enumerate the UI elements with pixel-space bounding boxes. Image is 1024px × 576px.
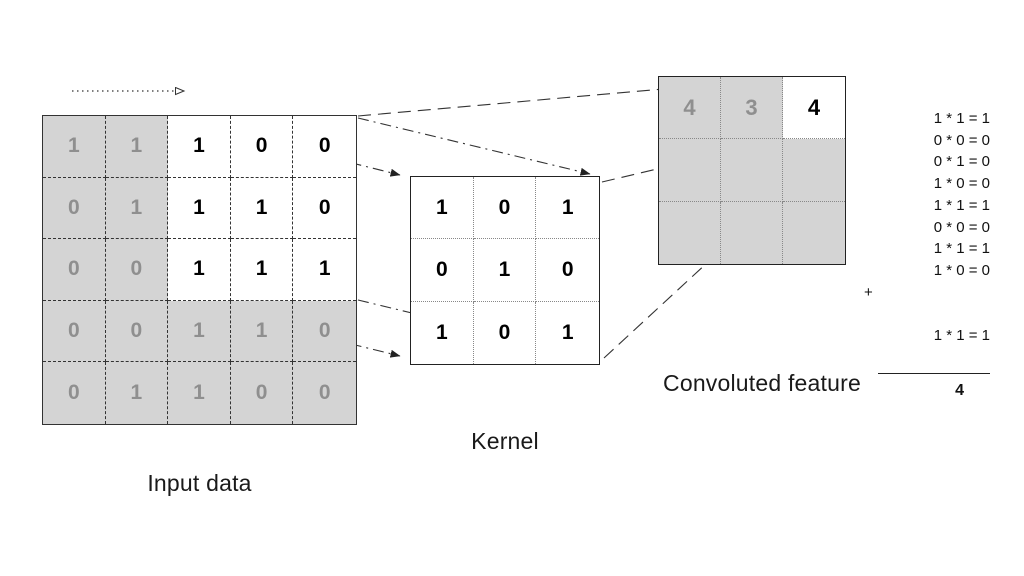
kernel-cell: 1: [411, 301, 474, 364]
input-grid: 1 1 1 0 0 0 1 1 1 0 0 0 1 1 1 0 0 1 1 0 …: [42, 115, 357, 425]
kernel-cell: 0: [473, 177, 537, 240]
input-cell: 0: [230, 362, 294, 424]
input-cell: 1: [105, 362, 169, 424]
sum-rule: [878, 373, 990, 375]
kernel-label: Kernel: [471, 428, 539, 454]
output-cell: [659, 139, 721, 202]
input-cell: 1: [293, 239, 356, 301]
input-cell: 1: [168, 177, 231, 240]
input-cell: 1: [105, 177, 169, 240]
calculation-column: 1 * 1 = 1 0 * 0 = 0 0 * 1 = 0 1 * 0 = 0 …: [856, 108, 990, 400]
output-cell: [783, 201, 845, 264]
input-cell: 1: [168, 362, 231, 424]
output-cell: 4: [659, 77, 721, 140]
input-cell: 0: [293, 300, 356, 363]
calc-line-text: 1 * 1 = 1: [933, 327, 990, 345]
kernel-cell: 1: [411, 177, 474, 240]
input-cell: 1: [230, 300, 294, 363]
input-cell: 0: [293, 177, 356, 240]
output-cell: [783, 139, 845, 202]
output-grid-label: Convoluted feature: [663, 370, 861, 396]
input-cell: 0: [293, 116, 356, 178]
calc-line: 1 * 1 = 1: [933, 240, 990, 258]
input-cell: 0: [43, 239, 106, 301]
input-cell: 0: [43, 362, 106, 424]
input-cell: 1: [230, 177, 294, 240]
calc-line: 1 * 1 = 1: [933, 196, 990, 214]
kernel-cell: 1: [536, 177, 599, 240]
input-cell: 0: [105, 300, 169, 363]
output-cell: [721, 139, 783, 202]
input-grid-label: Input data: [147, 470, 252, 496]
input-cell: 1: [105, 116, 169, 178]
calc-line: + 1 * 1 = 1: [856, 282, 990, 369]
input-cell: 1: [43, 116, 106, 178]
calc-line: 1 * 1 = 1: [933, 110, 990, 127]
kernel-grid: 1 0 1 0 1 0 1 0 1: [410, 176, 600, 365]
calc-line: 1 * 0 = 0: [933, 261, 990, 279]
input-cell: 1: [168, 116, 231, 178]
kernel-cell: 1: [536, 301, 599, 364]
kernel-cell: 0: [473, 301, 537, 364]
kernel-cell: 1: [473, 239, 537, 302]
output-grid: 4 3 4: [658, 76, 846, 265]
output-cell: [659, 201, 721, 264]
calc-line: 0 * 0 = 0: [933, 218, 990, 236]
kernel-cell: 0: [411, 239, 474, 302]
patch-to-kernel-arrow-top-right: [357, 117, 591, 176]
calc-sum: 4: [955, 382, 964, 400]
plus-sign: +: [864, 283, 873, 301]
input-cell: 0: [293, 362, 356, 424]
input-cell: 0: [230, 116, 294, 178]
input-cell: 0: [43, 177, 106, 240]
kernel-cell: 0: [536, 239, 599, 302]
output-cell: 3: [721, 77, 783, 140]
calc-line: 1 * 0 = 0: [933, 175, 990, 193]
calc-line: 0 * 1 = 0: [933, 153, 990, 171]
input-cell: 1: [168, 300, 231, 363]
input-cell: 1: [230, 239, 294, 301]
input-cell: 0: [43, 300, 106, 363]
input-cell: 1: [168, 239, 231, 301]
output-cell: 4: [783, 77, 845, 140]
output-cell: [721, 201, 783, 264]
calc-line: 0 * 0 = 0: [933, 131, 990, 149]
input-cell: 0: [105, 239, 169, 301]
